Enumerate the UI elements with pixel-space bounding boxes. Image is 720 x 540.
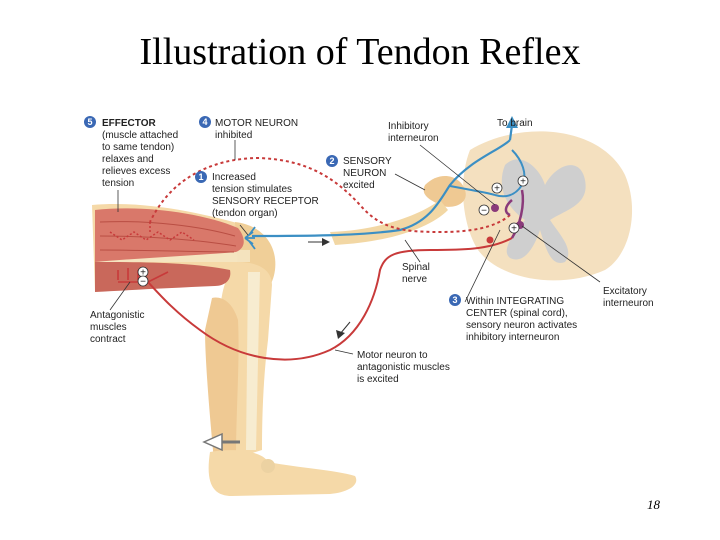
- spinal-nerve-bundle: [330, 200, 448, 245]
- plus-sign: +: [140, 268, 146, 279]
- step-3-badge: [449, 294, 461, 306]
- step-5-badge: [84, 116, 96, 128]
- plus-sign: +: [494, 184, 500, 195]
- step-2-label: 2 SENSORY NEURON excited: [326, 155, 392, 191]
- step-4-label: 4 MOTOR NEURON inhibited: [199, 116, 298, 141]
- to-brain-arrowhead: [506, 116, 518, 128]
- step-5-number: 5: [87, 117, 92, 127]
- leader-inhibitory-interneuron: [419, 144, 496, 206]
- step-2-line: SENSORY: [343, 156, 392, 167]
- step-2-badge: [326, 155, 338, 167]
- step-4-line: inhibited: [215, 130, 252, 141]
- page-number: 18: [647, 497, 660, 512]
- leader-motor-neuron-antagonistic: [334, 349, 354, 355]
- hamstring-muscle: [95, 262, 231, 292]
- step-4-line: MOTOR NEURON: [215, 118, 298, 129]
- motor-neurons: [109, 156, 513, 361]
- label-spinal-nerve: Spinal nerve: [402, 262, 430, 285]
- step-1-line: (tendon organ): [212, 208, 278, 219]
- step-3-line: Within INTEGRATING: [466, 296, 564, 307]
- motor-neuron-body: [486, 236, 494, 244]
- step-1-line: SENSORY RECEPTOR: [212, 196, 319, 207]
- step-1-label: 1 Increased tension stimulates SENSORY R…: [195, 171, 319, 219]
- svg-text:Inhibitory: Inhibitory: [388, 121, 429, 132]
- svg-text:interneuron: interneuron: [388, 133, 439, 144]
- arrow-left-icon: [202, 432, 240, 452]
- arrow-right-icon: [308, 238, 330, 246]
- step-1-line: tension stimulates: [212, 184, 292, 195]
- arrow-down-left-icon: [336, 321, 351, 339]
- step-4-number: 4: [202, 117, 207, 127]
- step-3-label: 3 Within INTEGRATING CENTER (spinal cord…: [449, 294, 577, 343]
- plus-sign: +: [520, 177, 526, 188]
- hamstring-motor-endings: [117, 268, 169, 283]
- step-3-line: sensory neuron activates: [466, 320, 577, 331]
- step-1-line: Increased: [212, 172, 256, 183]
- step-2-line: NEURON: [343, 168, 386, 179]
- step-5-line: relaxes and: [102, 154, 154, 165]
- svg-text:contract: contract: [90, 334, 126, 345]
- leader-spinal-nerve: [404, 239, 421, 263]
- label-inhibitory-interneuron: Inhibitory interneuron: [388, 121, 439, 144]
- muscles: [95, 208, 256, 292]
- inhibitory-interneuron-body: [491, 204, 499, 212]
- step-5-line: EFFECTOR: [102, 118, 156, 129]
- step-3-line: inhibitory interneuron: [466, 332, 559, 343]
- step-3-number: 3: [452, 295, 457, 305]
- excited-motor-neuron-path: [147, 237, 513, 361]
- label-excitatory-interneuron: Excitatory interneuron: [603, 286, 654, 309]
- svg-text:nerve: nerve: [402, 274, 427, 285]
- svg-text:EFFECTOR: EFFECTOR: [102, 118, 156, 129]
- tibia: [246, 272, 260, 450]
- quadriceps-striation: [99, 221, 237, 253]
- step-1-badge: [195, 171, 207, 183]
- label-motor-neuron-antagonistic: Motor neuron to antagonistic muscles is …: [357, 350, 450, 385]
- step-2-number: 2: [329, 156, 334, 166]
- step-1-number: 1: [198, 172, 203, 182]
- svg-text:Antagonistic: Antagonistic: [90, 310, 144, 321]
- interneurons: [486, 189, 525, 244]
- svg-text:is excited: is excited: [357, 374, 399, 385]
- step-5-line: relieves excess: [102, 166, 170, 177]
- label-antagonistic-muscles: Antagonistic muscles contract: [90, 310, 144, 345]
- step-5-line: (muscle attached: [102, 130, 178, 141]
- leader-sensory-neuron: [394, 173, 426, 191]
- inhibitory-interneuron-path: [504, 199, 513, 217]
- leader-excitatory-interneuron: [521, 225, 601, 283]
- svg-text:Excitatory: Excitatory: [603, 286, 647, 297]
- step-3-line: CENTER (spinal cord),: [466, 308, 568, 319]
- quadriceps-motor-endings: [109, 222, 195, 241]
- slide-title: Illustration of Tendon Reflex: [139, 31, 581, 73]
- ankle-bone: [261, 459, 275, 473]
- label-to-brain: To brain: [497, 118, 533, 129]
- leader-tendon-organ: [239, 224, 249, 236]
- svg-text:Motor neuron to: Motor neuron to: [357, 350, 428, 361]
- sensory-neuron-path: [251, 139, 511, 238]
- excitatory-interneuron-path: [510, 189, 525, 239]
- sensory-neuron-branch: [449, 185, 496, 196]
- leader-integrating-center: [464, 229, 501, 303]
- svg-text:muscles: muscles: [90, 322, 127, 333]
- leader-antagonistic-muscles: [109, 281, 131, 311]
- step-5-label: 5 EFFECTOR (muscle attached to same tend…: [84, 116, 178, 189]
- tendon-organ: [244, 226, 256, 250]
- foot: [208, 450, 357, 496]
- plus-sign: +: [511, 224, 517, 235]
- step-5-line: to same tendon): [102, 142, 174, 153]
- minus-sign: −: [481, 206, 487, 217]
- svg-text:antagonistic muscles: antagonistic muscles: [357, 362, 450, 373]
- minus-sign: −: [140, 277, 146, 288]
- step-5-line: tension: [102, 178, 134, 189]
- step-4-badge: [199, 116, 211, 128]
- svg-text:Spinal: Spinal: [402, 262, 430, 273]
- svg-text:interneuron: interneuron: [603, 298, 654, 309]
- synapse-signs: + + − + + −: [137, 175, 529, 288]
- step-2-line: excited: [343, 180, 375, 191]
